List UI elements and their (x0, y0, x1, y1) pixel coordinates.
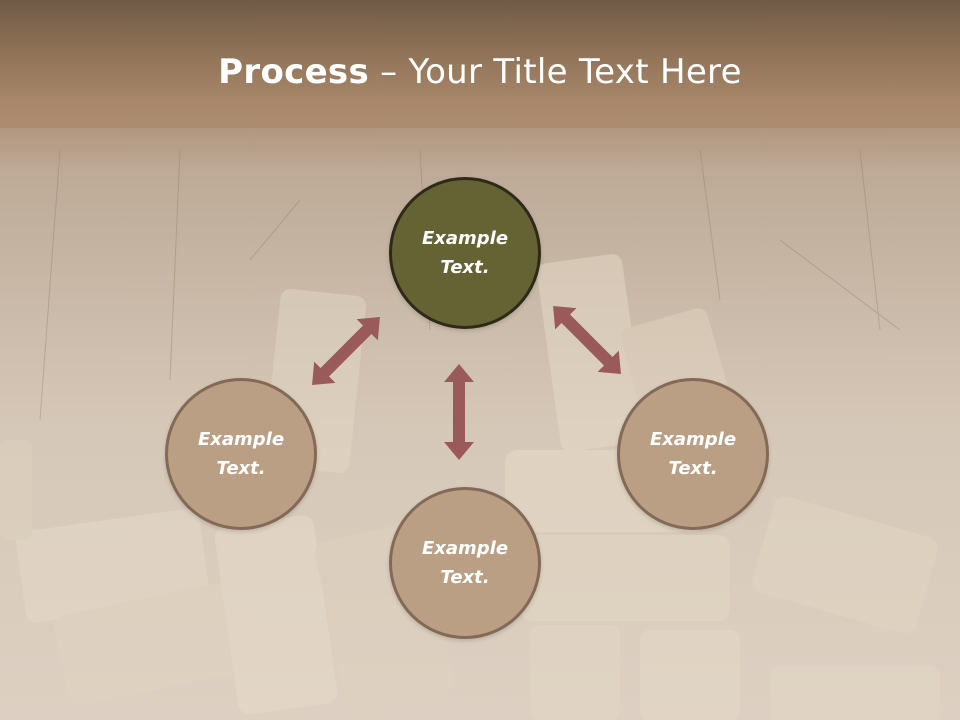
right-node-label-line1: Example (649, 429, 737, 450)
center-node-label-line2: Text. (440, 257, 490, 278)
title-bold: Process (218, 52, 370, 92)
bottom-node-label-line2: Text. (440, 567, 490, 588)
left-node-label-line1: Example (197, 429, 285, 450)
title-bar-fade (0, 128, 960, 168)
right-node-label-line2: Text. (668, 458, 718, 479)
center-node-label-line1: Example (421, 228, 509, 249)
bottom-node-label-line1: Example (421, 538, 509, 559)
left-node: Example Text. (165, 378, 317, 530)
right-node: Example Text. (617, 378, 769, 530)
bottom-node: Example Text. (389, 487, 541, 639)
title-bar (0, 0, 960, 128)
arrow-center-bottom (444, 364, 474, 460)
arrow-center-left (312, 317, 380, 385)
arrow-center-right (553, 306, 621, 374)
slide-title: Process – Your Title Text Here (0, 52, 960, 92)
left-node-label-line2: Text. (216, 458, 266, 479)
center-node: Example Text. (389, 177, 541, 329)
title-rest: – Your Title Text Here (369, 52, 742, 92)
